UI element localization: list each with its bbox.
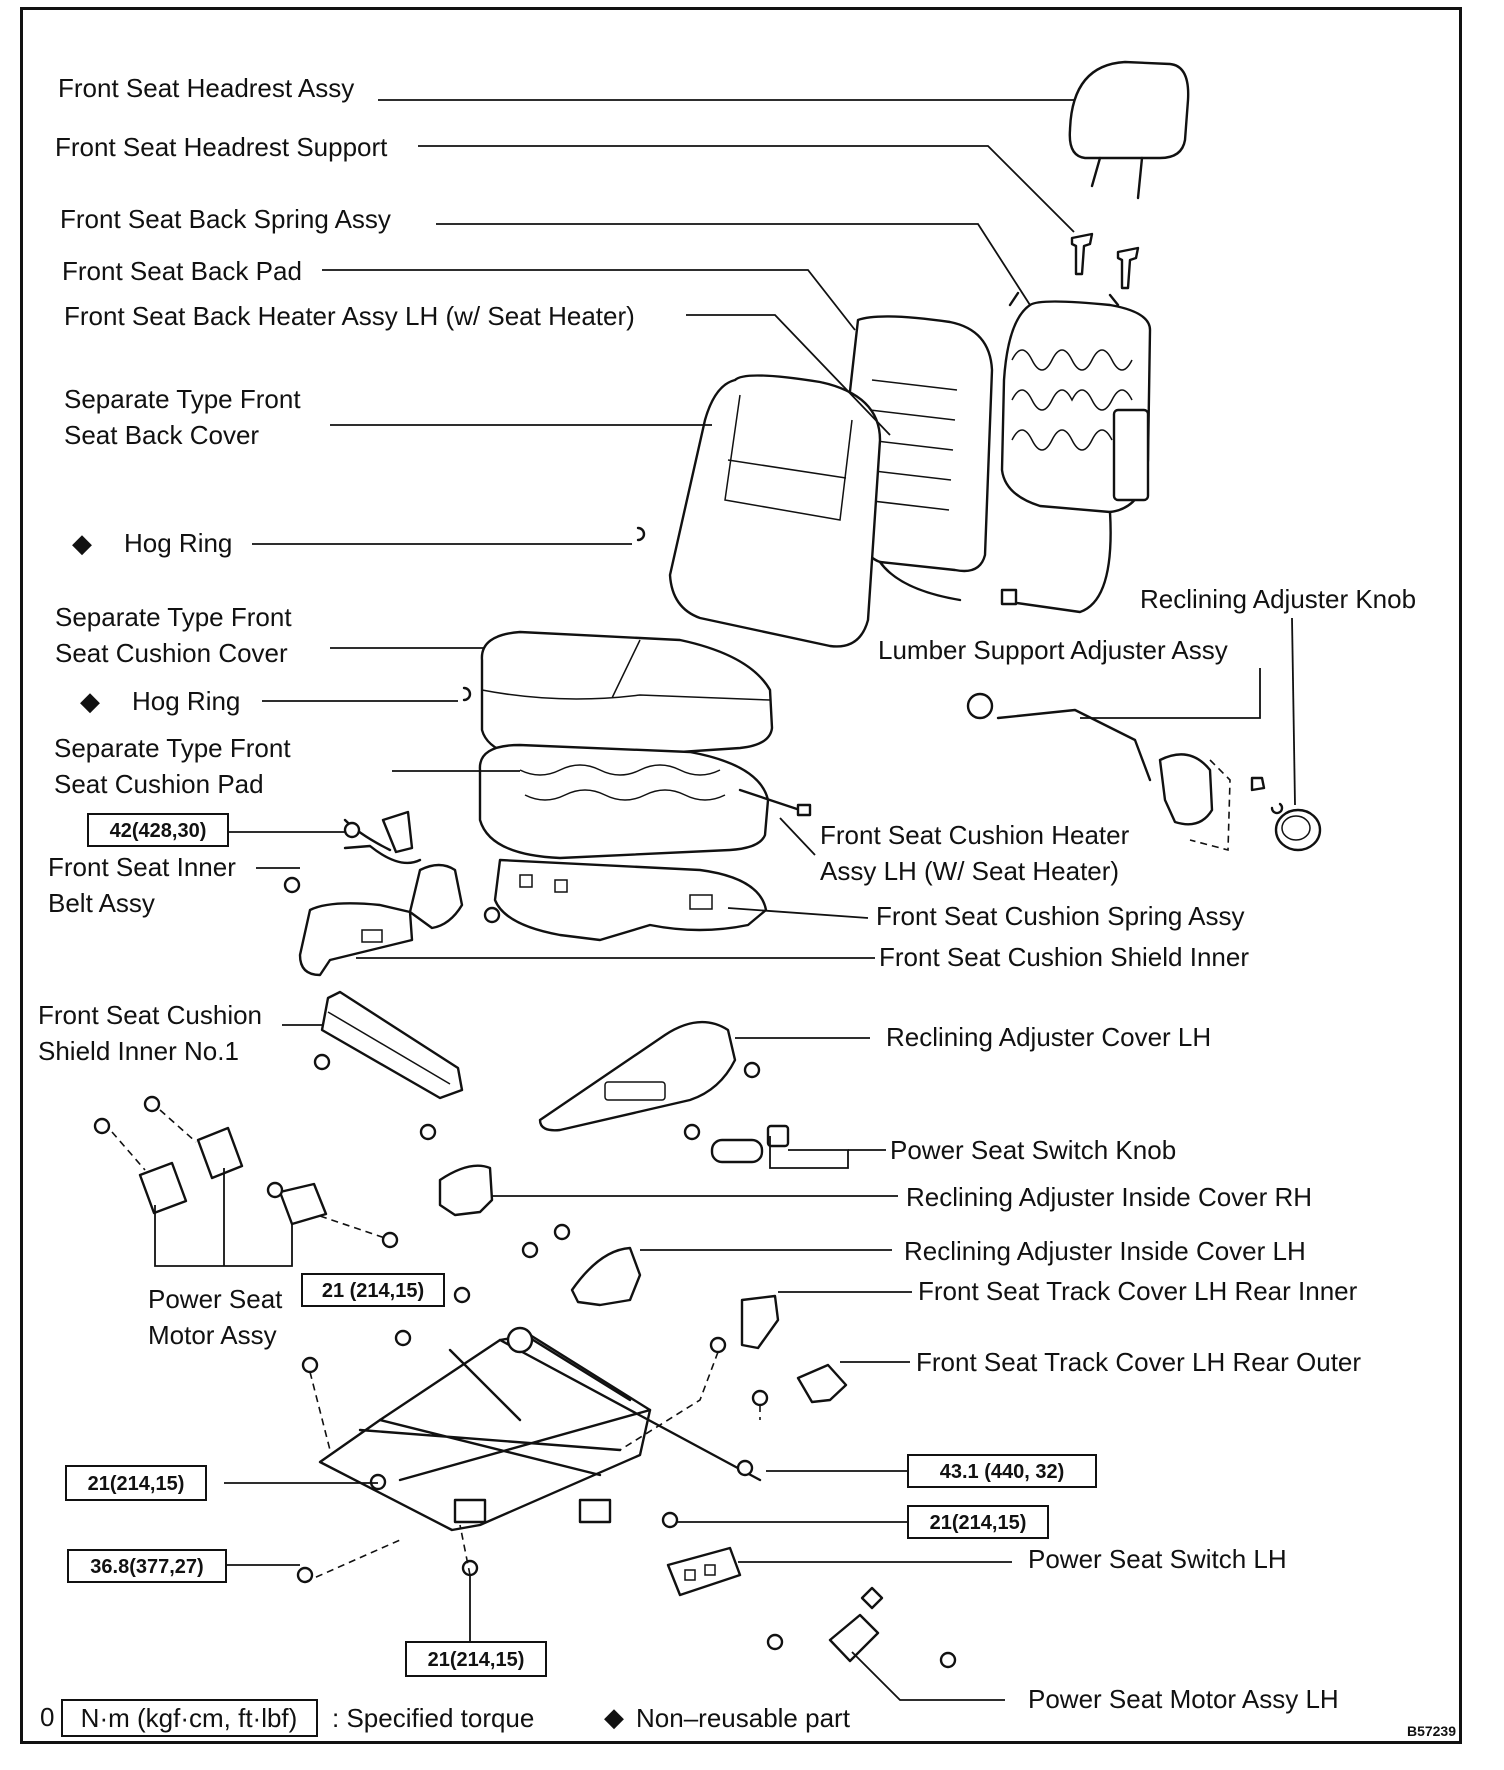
label-motor-lh: Power Seat Motor Assy LH xyxy=(1028,1684,1339,1714)
legend-diamond: ◆ xyxy=(604,1702,624,1732)
bolts xyxy=(283,821,957,1669)
legend: 0 N·m (kgf·cm, ft·lbf) : Specified torqu… xyxy=(40,1699,1456,1739)
hog-ring-drawing-2 xyxy=(462,686,472,702)
label-back-pad: Front Seat Back Pad xyxy=(62,256,302,286)
label-track-inner: Front Seat Track Cover LH Rear Inner xyxy=(918,1276,1358,1306)
cushion-pad-drawing xyxy=(478,743,812,860)
label-switch-knob: Power Seat Switch Knob xyxy=(890,1135,1176,1165)
torque-left-1: 21(214,15) xyxy=(88,1473,185,1495)
label-inner-belt-line1: Front Seat Inner xyxy=(48,852,236,882)
headrest-drawing xyxy=(1068,60,1190,200)
legend-zero: 0 xyxy=(40,1702,54,1732)
torque-bottom: 21(214,15) xyxy=(428,1649,525,1671)
headrest-support-drawing xyxy=(1070,232,1140,290)
switch-knob-drawing xyxy=(710,1124,790,1164)
shield-inner-drawing xyxy=(298,902,414,977)
legend-unit: N·m (kgf·cm, ft·lbf) xyxy=(81,1703,298,1733)
label-cushion-pad-line2: Seat Cushion Pad xyxy=(54,769,264,799)
label-cushion-cover-line2: Seat Cushion Cover xyxy=(55,638,288,668)
torque-specs: 42(428,30) 21 (214,15) 21(214,15) 36.8(3… xyxy=(65,813,1097,1677)
label-shield-no1-line1: Front Seat Cushion xyxy=(38,1000,262,1030)
reclining-knob-drawing xyxy=(1270,802,1322,852)
label-back-heater: Front Seat Back Heater Assy LH (w/ Seat … xyxy=(64,301,635,331)
label-back-cover-line1: Separate Type Front xyxy=(64,384,301,414)
inside-cover-rh-drawing xyxy=(438,1164,494,1217)
inside-cover-lh-drawing xyxy=(570,1246,642,1307)
label-back-cover-line2: Seat Back Cover xyxy=(64,420,259,450)
lumber-support-drawing xyxy=(966,692,1266,852)
cushion-cover-drawing xyxy=(480,630,774,762)
reclining-cover-drawing xyxy=(538,1020,737,1132)
label-reclining-knob: Reclining Adjuster Knob xyxy=(1140,584,1416,614)
label-cushion-cover-line1: Separate Type Front xyxy=(55,602,292,632)
back-spring-drawing xyxy=(1000,291,1152,614)
power-seat-motor-drawing xyxy=(93,1095,386,1239)
label-headrest: Front Seat Headrest Assy xyxy=(58,73,354,103)
label-motor-line2: Motor Assy xyxy=(148,1320,277,1350)
non-reusable-diamond-2: ◆ xyxy=(80,686,100,716)
label-track-outer: Front Seat Track Cover LH Rear Outer xyxy=(916,1347,1361,1377)
label-shield-no1-line2: Shield Inner No.1 xyxy=(38,1036,239,1066)
track-cover-inner-drawing xyxy=(740,1294,780,1350)
diagram-frame xyxy=(20,7,1462,1744)
label-lumber-support: Lumber Support Adjuster Assy xyxy=(878,635,1228,665)
torque-left-2: 36.8(377,27) xyxy=(90,1556,203,1578)
label-inside-cover-rh: Reclining Adjuster Inside Cover RH xyxy=(906,1182,1312,1212)
torque-belt: 42(428,30) xyxy=(110,820,207,842)
label-motor-line1: Power Seat xyxy=(148,1284,283,1314)
label-cushion-heater-line2: Assy LH (W/ Seat Heater) xyxy=(820,856,1119,886)
label-back-spring: Front Seat Back Spring Assy xyxy=(60,204,391,234)
figure-code: B57239 xyxy=(1407,1723,1456,1739)
part-labels: Front Seat Headrest Assy Front Seat Head… xyxy=(38,73,1416,1714)
track-cover-outer-drawing xyxy=(796,1363,848,1404)
label-hog-ring-2: Hog Ring xyxy=(132,686,240,716)
label-cushion-pad-line1: Separate Type Front xyxy=(54,733,291,763)
motor-lh-drawing xyxy=(828,1586,884,1663)
shield-no1-drawing xyxy=(320,990,464,1100)
label-reclining-cover: Reclining Adjuster Cover LH xyxy=(886,1022,1211,1052)
torque-right-1: 43.1 (440, 32) xyxy=(940,1461,1065,1483)
switch-lh-drawing xyxy=(666,1546,742,1597)
label-shield-inner: Front Seat Cushion Shield Inner xyxy=(879,942,1249,972)
cushion-spring-drawing xyxy=(493,858,768,942)
seat-track-drawing xyxy=(318,1326,762,1532)
label-headrest-support: Front Seat Headrest Support xyxy=(55,132,388,162)
label-inner-belt-line2: Belt Assy xyxy=(48,888,155,918)
leader-lines xyxy=(154,99,1296,1701)
label-cushion-heater-line1: Front Seat Cushion Heater xyxy=(820,820,1130,850)
hog-ring-drawing-1 xyxy=(636,526,646,542)
back-cover-drawing xyxy=(668,374,882,648)
non-reusable-diamond-1: ◆ xyxy=(72,528,92,558)
torque-motor-bolt: 21 (214,15) xyxy=(322,1280,424,1302)
torque-right-2: 21(214,15) xyxy=(930,1512,1027,1534)
label-inside-cover-lh: Reclining Adjuster Inside Cover LH xyxy=(904,1236,1306,1266)
legend-non-reusable: Non–reusable part xyxy=(636,1703,851,1733)
label-switch-lh: Power Seat Switch LH xyxy=(1028,1544,1287,1574)
label-cushion-spring: Front Seat Cushion Spring Assy xyxy=(876,901,1245,931)
label-hog-ring-1: Hog Ring xyxy=(124,528,232,558)
inner-belt-drawing xyxy=(343,810,464,930)
legend-specified-torque: : Specified torque xyxy=(332,1703,534,1733)
